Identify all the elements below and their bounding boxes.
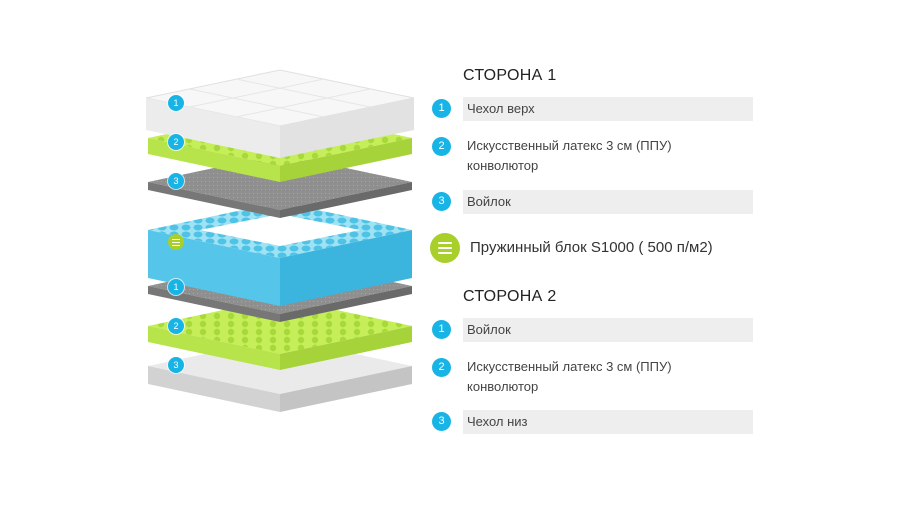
row-background: [463, 97, 753, 121]
side2-item-1: 1 Войлок: [432, 318, 753, 342]
spring-block-layer: [148, 202, 412, 306]
item-label: Чехол верх: [467, 101, 535, 116]
layer-badge-bottom-3: 3: [168, 357, 184, 373]
side2-title: СТОРОНА 2: [463, 288, 557, 305]
layer-badge-top-1: 1: [168, 95, 184, 111]
item-label: Искусственный латекс 3 см (ППУ): [467, 359, 672, 374]
row-background: [463, 410, 753, 434]
number-badge: 1: [432, 320, 451, 339]
item-label-line2: конволютор: [467, 379, 539, 394]
item-label: Войлок: [467, 322, 511, 337]
side2-item-3: 3 Чехол низ: [432, 410, 753, 434]
item-label-line2: конволютор: [467, 158, 539, 173]
layer-badge-bottom-1: 1: [168, 279, 184, 295]
number-badge: 1: [432, 99, 451, 118]
side1-item-3: 3 Войлок: [432, 190, 753, 214]
row-background: [463, 190, 753, 214]
item-label: Войлок: [467, 194, 511, 209]
item-label: Искусственный латекс 3 см (ППУ): [467, 138, 672, 153]
row-background: [463, 318, 753, 342]
item-label: Чехол низ: [467, 414, 528, 429]
spring-block-label: Пружинный блок S1000 ( 500 п/м2): [470, 239, 713, 256]
layer-badge-core-icon: [168, 234, 184, 250]
side1-item-2: 2 Искусственный латекс 3 см (ППУ) конвол…: [432, 136, 753, 180]
number-badge: 3: [432, 192, 451, 211]
side1-item-1: 1 Чехол верх: [432, 97, 753, 121]
side1-title: СТОРОНА 1: [463, 67, 557, 84]
top-cover-layer: [145, 69, 415, 158]
side2-item-2: 2 Искусственный латекс 3 см (ППУ) конвол…: [432, 357, 753, 401]
layers-icon: [430, 233, 460, 263]
layer-badge-top-3: 3: [168, 173, 184, 189]
number-badge: 3: [432, 412, 451, 431]
layer-badge-top-2: 2: [168, 134, 184, 150]
layer-badge-bottom-2: 2: [168, 318, 184, 334]
number-badge: 2: [432, 137, 451, 156]
bottom-latex-layer: [148, 298, 412, 370]
number-badge: 2: [432, 358, 451, 377]
